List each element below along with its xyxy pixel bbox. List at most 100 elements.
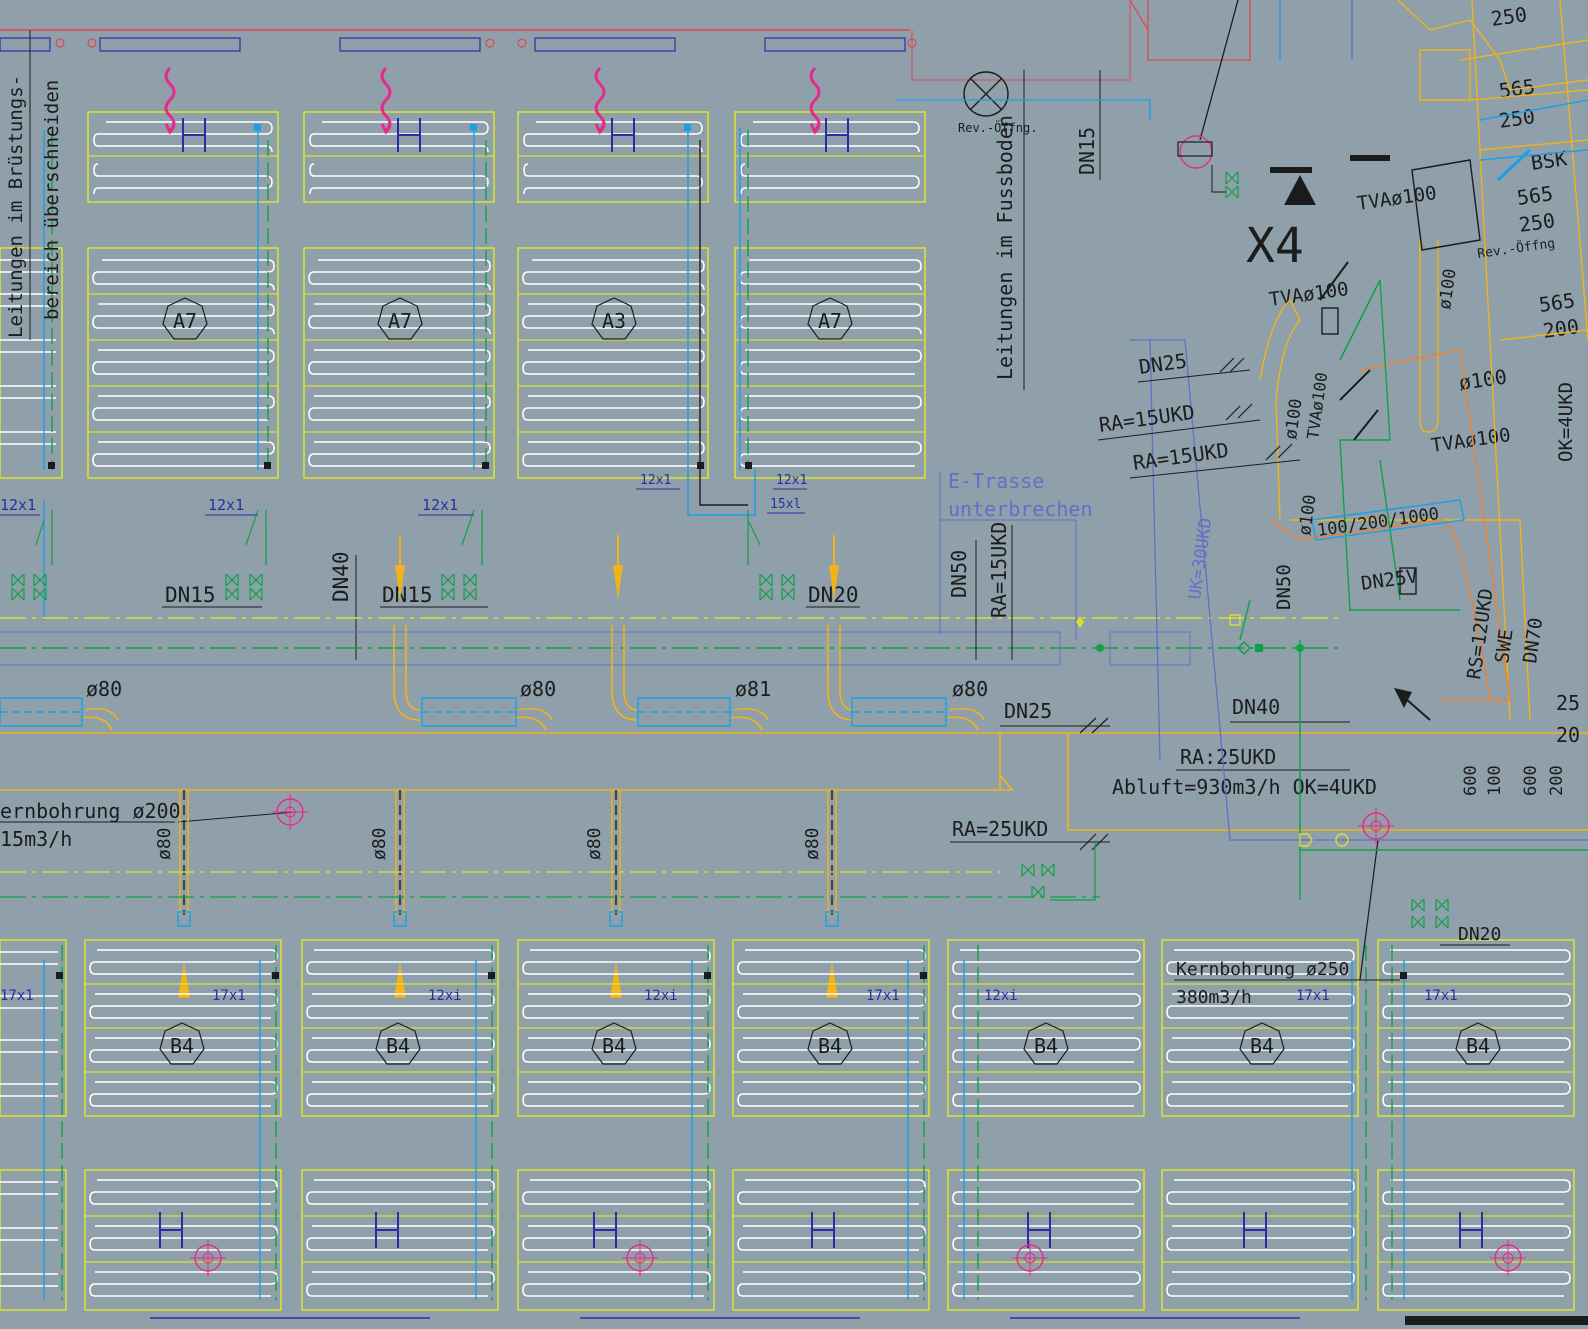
main-duct — [0, 732, 1588, 831]
svg-text:15m3/h: 15m3/h — [0, 827, 72, 851]
ceiling-panels-top-row — [0, 111, 926, 479]
svg-text:17x1: 17x1 — [1296, 988, 1330, 1004]
svg-text:RA=15UKD: RA=15UKD — [1097, 400, 1196, 437]
svg-text:A7: A7 — [388, 309, 412, 333]
svg-text:250: 250 — [1497, 104, 1536, 133]
svg-text:DN70: DN70 — [1519, 616, 1547, 664]
svg-text:17x1: 17x1 — [212, 988, 246, 1004]
zone-tag-a-2: A7 — [377, 297, 423, 340]
svg-text:Abluft=930m3/h OK=4UKD: Abluft=930m3/h OK=4UKD — [1112, 775, 1377, 799]
svg-text:OK=4UKD: OK=4UKD — [1555, 382, 1577, 462]
svg-text:BSK: BSK — [1529, 146, 1568, 175]
svg-text:25: 25 — [1556, 691, 1580, 715]
svg-text:UK=30UKD: UK=30UKD — [1185, 517, 1216, 601]
svg-text:380m3/h: 380m3/h — [1176, 987, 1252, 1008]
svg-text:ø80: ø80 — [520, 677, 556, 701]
svg-text:E-Trasse: E-Trasse — [948, 469, 1044, 493]
dn25-label-mid: DN25 — [1000, 699, 1110, 734]
right-upper-lines — [896, 0, 1588, 841]
svg-text:DN25: DN25 — [1137, 348, 1188, 378]
distribution-lines — [0, 617, 1340, 666]
right-dimensions: 250 565 250 BSK 565 250 565 200 Rev.-Öff… — [1457, 2, 1580, 796]
svg-text:B4: B4 — [602, 1034, 626, 1058]
zone-tag-b-5: B4 — [1023, 1022, 1069, 1065]
svg-text:ø80: ø80 — [802, 827, 823, 860]
svg-text:DN15: DN15 — [165, 583, 216, 607]
zone-tag-b-7: B4 — [1455, 1022, 1501, 1065]
water-risers-bottom — [43, 945, 1407, 1300]
svg-text:ø100: ø100 — [1457, 364, 1508, 394]
duct-drops — [81, 625, 985, 731]
h-markers-top — [182, 118, 849, 152]
ceiling-panels-bottom — [0, 939, 1575, 1311]
svg-text:DN50: DN50 — [1273, 564, 1295, 610]
svg-text:ø81: ø81 — [735, 677, 771, 701]
duct-size-label: 100/200/1000 — [1316, 504, 1440, 541]
svg-text:12x1: 12x1 — [640, 473, 671, 488]
svg-text:B4: B4 — [818, 1034, 842, 1058]
svg-text:Rev.-Öffng: Rev.-Öffng — [1476, 234, 1556, 262]
heat-wave-symbols — [164, 66, 821, 135]
diffuser-boxes — [177, 911, 839, 927]
svg-text:ø100: ø100 — [1435, 267, 1461, 310]
zone-tag-a-1: A7 — [162, 297, 208, 340]
svg-text:12x1: 12x1 — [208, 496, 244, 514]
dn-underlines — [162, 555, 860, 660]
svg-text:B4: B4 — [170, 1034, 194, 1058]
zone-tag-a-3: A3 — [591, 297, 637, 340]
svg-text:SWE: SWE — [1491, 628, 1518, 665]
valve-stacks-top — [11, 509, 795, 601]
air-return-arrows — [178, 962, 838, 998]
zone-tag-b-2: B4 — [375, 1022, 421, 1065]
water-risers-top — [43, 124, 756, 620]
dn50-ra15-vertical: DN50 RA=15UKD — [947, 522, 1013, 660]
svg-text:17x1: 17x1 — [1424, 988, 1458, 1004]
svg-text:565: 565 — [1515, 181, 1554, 210]
svg-text:12xi: 12xi — [428, 988, 462, 1004]
svg-text:TVAø100: TVAø100 — [1303, 371, 1331, 440]
branch-labels-bottom: 17x1 17x1 12xi 12xi 17x1 12xi 17x1 17x1 — [0, 988, 1458, 1004]
lower-distribution — [0, 871, 1100, 898]
h-markers-bottom — [159, 1212, 1483, 1248]
svg-text:RA=15UKD: RA=15UKD — [987, 522, 1011, 618]
silencers — [0, 697, 947, 727]
svg-text:12x1: 12x1 — [0, 496, 36, 514]
svg-text:ernbohrung ø200: ernbohrung ø200 — [0, 799, 181, 823]
svg-text:DN25V: DN25V — [1360, 565, 1420, 595]
svg-text:B4: B4 — [1034, 1034, 1058, 1058]
svg-text:A7: A7 — [173, 309, 197, 333]
svg-text:DN15: DN15 — [382, 583, 433, 607]
svg-text:20: 20 — [1556, 723, 1580, 747]
dn20-right: DN20 — [1411, 898, 1510, 946]
svg-text:unterbrechen: unterbrechen — [948, 497, 1093, 521]
svg-text:12x1: 12x1 — [422, 496, 458, 514]
svg-text:DN25: DN25 — [1004, 699, 1052, 723]
svg-text:A7: A7 — [818, 309, 842, 333]
svg-text:ø80: ø80 — [86, 677, 122, 701]
svg-text:12x1: 12x1 — [776, 473, 807, 488]
branch-labels-top: 12x1 12x1 12x1 12x1 12x1 15xl — [0, 473, 807, 514]
svg-text:ø80: ø80 — [154, 827, 175, 860]
duct-network-right — [1239, 0, 1588, 900]
svg-text:B4: B4 — [386, 1034, 410, 1058]
diameter-labels-bottom: ø80 ø80 ø80 ø80 — [154, 827, 823, 860]
dn15-vertical: DN15 — [1075, 70, 1101, 180]
zone-tag-b-6: B4 — [1239, 1022, 1285, 1065]
branch-underlines-top — [0, 488, 807, 516]
svg-text:RA=25UKD: RA=25UKD — [952, 817, 1048, 841]
svg-text:A3: A3 — [602, 309, 626, 333]
valve-cluster-top-right — [1177, 135, 1239, 199]
bottom-rails — [150, 1316, 1588, 1325]
section-marker-x4: X4 — [1246, 155, 1390, 274]
zone-tag-a-4: A7 — [807, 297, 853, 340]
svg-text:TVAø100: TVAø100 — [1268, 278, 1350, 311]
svg-text:Leitungen im Fussboden: Leitungen im Fussboden — [993, 115, 1017, 380]
svg-text:RA:25UKD: RA:25UKD — [1180, 745, 1276, 769]
svg-text:DN40: DN40 — [329, 551, 353, 602]
svg-text:12xi: 12xi — [984, 988, 1018, 1004]
zone-tag-b-4: B4 — [807, 1022, 853, 1065]
vertical-drops-bottom — [179, 790, 837, 915]
svg-text:Kernbohrung ø250: Kernbohrung ø250 — [1176, 959, 1349, 980]
